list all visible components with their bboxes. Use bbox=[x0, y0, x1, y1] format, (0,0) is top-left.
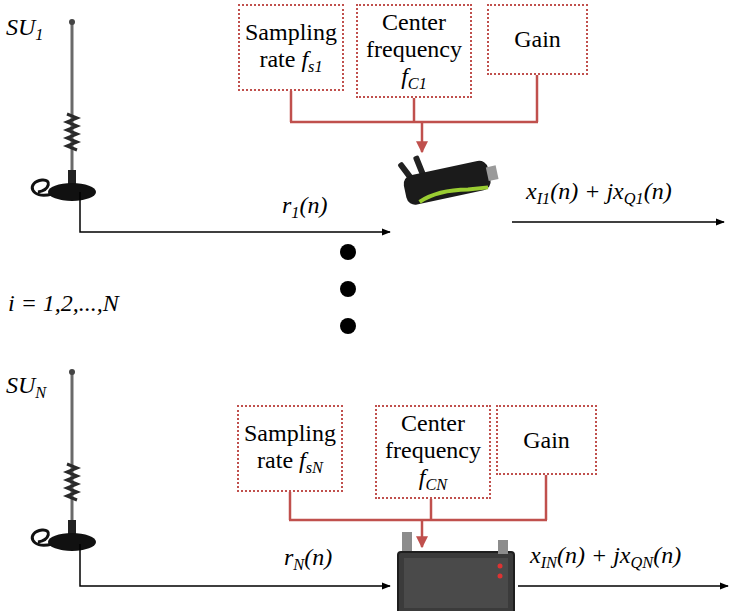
parameter-box: Center frequency fCN bbox=[375, 405, 491, 499]
board-led bbox=[498, 574, 503, 579]
text-run: f bbox=[299, 447, 306, 473]
text-run: I1 bbox=[537, 189, 551, 208]
signal-wire bbox=[80, 544, 390, 586]
text-run: QN bbox=[630, 553, 653, 572]
bracket-line bbox=[536, 74, 539, 122]
text-run: (n) bbox=[304, 544, 332, 570]
text-run: (n) + jx bbox=[557, 542, 631, 568]
antenna-tip bbox=[69, 19, 75, 25]
text-run: Gain bbox=[514, 26, 561, 52]
parameter-box: Gain bbox=[487, 4, 588, 75]
parameter-name: Gain bbox=[523, 427, 570, 454]
text-run: Center frequency bbox=[366, 9, 462, 62]
bracket-line bbox=[290, 121, 538, 124]
parameter-box: Gain bbox=[496, 405, 597, 475]
text-run: (n) bbox=[644, 178, 672, 204]
board-led bbox=[498, 564, 503, 569]
text-run: Center frequency bbox=[385, 410, 481, 463]
signal-wire bbox=[80, 192, 390, 232]
signal-label: SU1 bbox=[6, 14, 44, 45]
text-run: 1 bbox=[291, 203, 299, 222]
text-run: sN bbox=[306, 458, 323, 477]
signal-label: xIN(n) + jxQN(n) bbox=[530, 542, 681, 573]
parameter-name: Gain bbox=[514, 26, 561, 53]
antenna-coil bbox=[67, 464, 77, 500]
text-run: SU bbox=[6, 372, 35, 398]
signal-label: xI1(n) + jxQ1(n) bbox=[526, 178, 672, 209]
text-run: Gain bbox=[523, 427, 570, 453]
text-run: Q1 bbox=[624, 189, 644, 208]
text-run: N bbox=[293, 555, 304, 574]
text-run: i = 1,2,...,N bbox=[8, 290, 119, 316]
parameter-name: Sampling rate fsN bbox=[243, 420, 337, 477]
ellipsis-dot bbox=[340, 318, 356, 334]
index-range: i = 1,2,...,N bbox=[8, 290, 119, 318]
text-run: CN bbox=[425, 475, 447, 494]
text-run: N bbox=[35, 383, 46, 402]
bracket-arrow bbox=[421, 122, 424, 152]
bracket-arrow bbox=[421, 520, 424, 547]
bracket-line bbox=[289, 492, 292, 520]
antenna-base bbox=[48, 533, 96, 551]
parameter-box: Center frequency fC1 bbox=[356, 4, 472, 98]
text-run: C1 bbox=[408, 74, 427, 93]
bracket-line bbox=[545, 474, 548, 520]
text-run: s1 bbox=[308, 57, 323, 76]
antenna-base bbox=[48, 183, 96, 201]
text-run: Sampling rate bbox=[245, 19, 337, 72]
signal-label: r1(n) bbox=[282, 192, 327, 223]
text-run: (n) bbox=[653, 542, 681, 568]
signal-label: SUN bbox=[6, 372, 46, 403]
board-face bbox=[404, 558, 508, 608]
text-run: (n) + jx bbox=[550, 178, 624, 204]
parameter-box: Sampling rate fsN bbox=[237, 405, 343, 492]
text-run: IN bbox=[541, 553, 557, 572]
signal-wire bbox=[512, 221, 724, 223]
ellipsis-dot bbox=[340, 281, 356, 297]
parameter-box: Sampling rate fs1 bbox=[238, 4, 344, 91]
sdr-dongle bbox=[396, 140, 500, 207]
antenna-cable bbox=[32, 180, 52, 195]
board-case bbox=[398, 552, 514, 611]
sdr-board bbox=[398, 532, 514, 611]
antenna-coil bbox=[67, 114, 77, 150]
signal-label: rN(n) bbox=[284, 544, 332, 575]
text-run: x bbox=[530, 542, 541, 568]
text-run: 1 bbox=[35, 25, 43, 44]
dongle-connector bbox=[486, 165, 499, 181]
antenna-tip bbox=[69, 369, 75, 375]
dongle-body bbox=[402, 159, 492, 206]
parameter-name: Center frequency fC1 bbox=[362, 9, 466, 93]
antenna bbox=[32, 19, 96, 201]
text-run: r bbox=[284, 544, 293, 570]
parameter-name: Center frequency fCN bbox=[381, 410, 485, 494]
bracket-line bbox=[289, 519, 547, 522]
dongle-trim bbox=[419, 183, 488, 202]
text-run: (n) bbox=[300, 192, 328, 218]
text-run: f bbox=[401, 63, 408, 89]
board-connector bbox=[498, 540, 508, 554]
antenna-cable bbox=[32, 530, 52, 545]
antenna bbox=[32, 369, 96, 551]
parameter-name: Sampling rate fs1 bbox=[244, 19, 338, 76]
text-run: r bbox=[282, 192, 291, 218]
text-run: x bbox=[526, 178, 537, 204]
ellipsis-dot bbox=[340, 244, 356, 260]
text-run: SU bbox=[6, 14, 35, 40]
text-run: f bbox=[301, 46, 308, 72]
text-run: f bbox=[419, 464, 426, 490]
bracket-line bbox=[290, 90, 293, 122]
signal-wire bbox=[518, 585, 728, 587]
